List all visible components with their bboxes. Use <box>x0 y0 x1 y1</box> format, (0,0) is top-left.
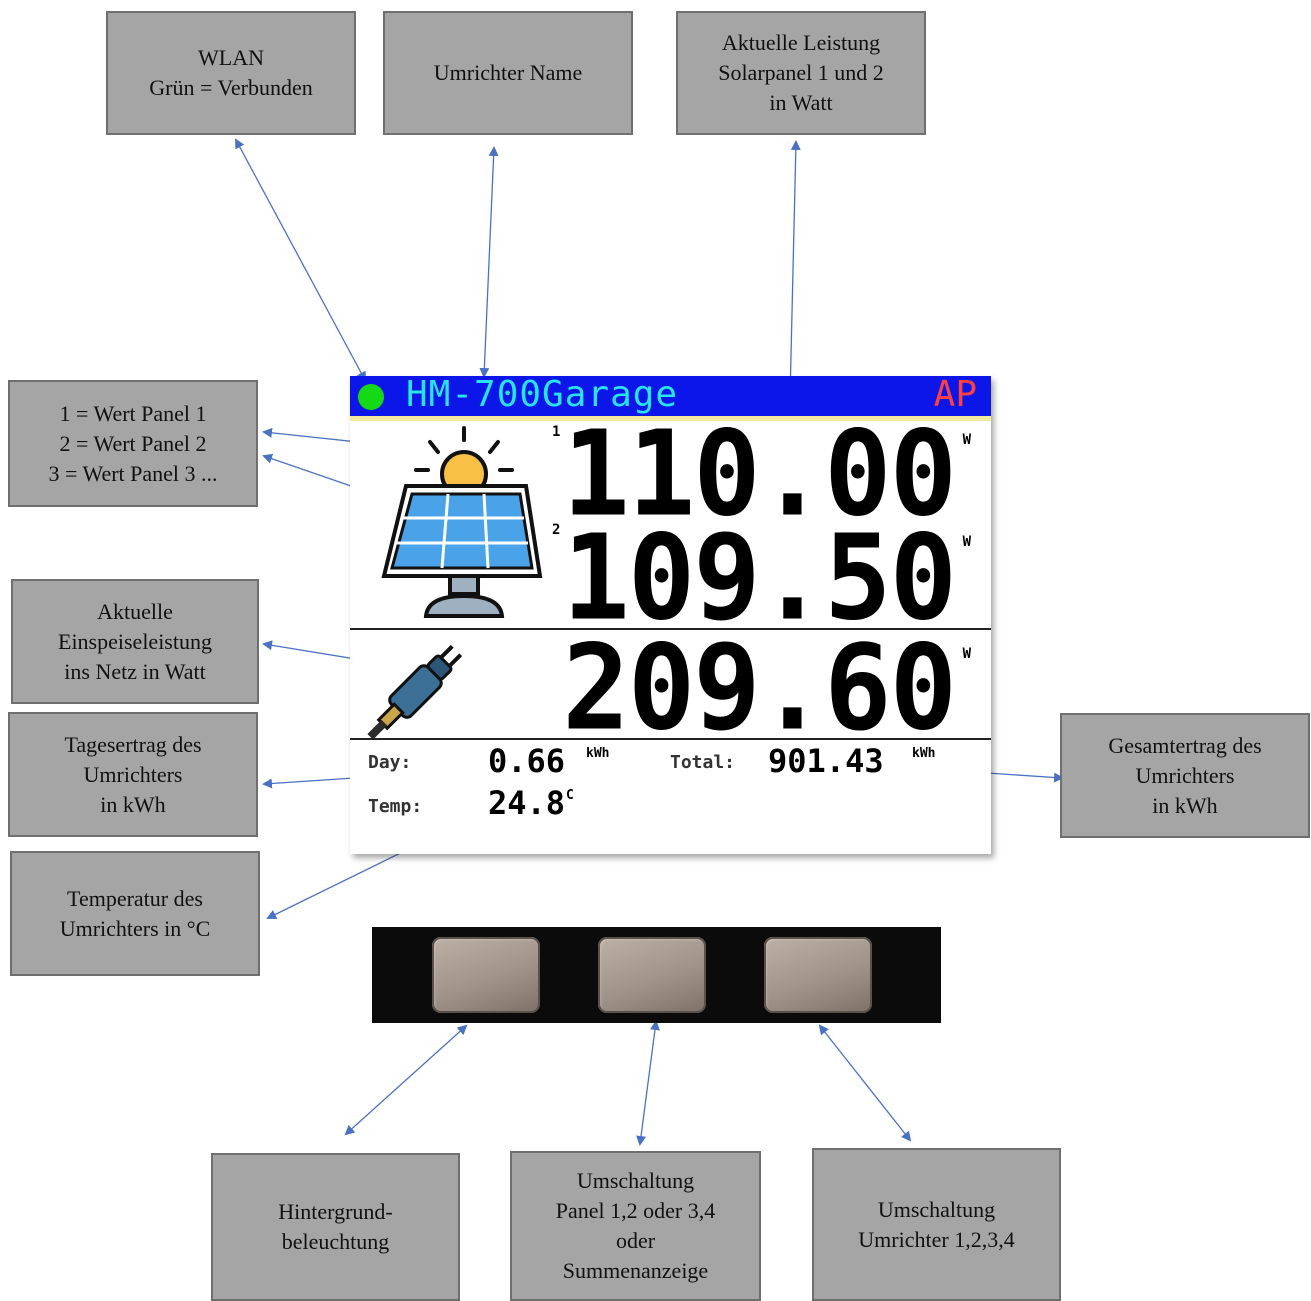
callout-line: in Watt <box>769 90 833 115</box>
power-plug-icon <box>367 644 463 738</box>
arrow-backlight <box>344 1024 468 1136</box>
total-label: Total: <box>670 752 736 773</box>
callout-line: Umschaltung <box>877 1196 996 1222</box>
arrow-panel-switch <box>636 1020 660 1146</box>
total-yield-value: 901.43 <box>768 742 884 780</box>
inverter-name: HM-700Garage <box>406 376 679 415</box>
callout-line: ins Netz in Watt <box>64 658 206 684</box>
section-divider <box>350 628 991 630</box>
callout-line: Umrichters <box>1135 762 1235 788</box>
panel1-power: 110.00 <box>562 406 957 544</box>
callout-line: 1 = Wert Panel 1 <box>59 400 207 426</box>
lcd-display: HM-700Garage AP 1 2 110.00 W 109.50 W <box>350 376 991 854</box>
panel-tag-1: 1 <box>552 424 561 440</box>
backlight-button[interactable] <box>432 937 540 1013</box>
day-label: Day: <box>368 752 412 773</box>
lcd-header: HM-700Garage AP <box>350 376 991 416</box>
callout-line: 3 = Wert Panel 3 ... <box>48 460 218 486</box>
callout-line: oder <box>615 1228 656 1253</box>
callout-line: Umrichter Name <box>433 60 583 85</box>
arrow-inverter-switch <box>818 1024 912 1142</box>
panel-tag-2: 2 <box>552 522 561 538</box>
callout-line: Umrichter 1,2,3,4 <box>858 1226 1015 1252</box>
callout-line: Summenanzeige <box>562 1258 709 1283</box>
callout-line: Solarpanel 1 und 2 <box>718 60 884 85</box>
callout-line: Tagesertrag des <box>64 731 202 757</box>
inverter-switch-button[interactable] <box>764 937 872 1013</box>
callout-line: Umrichters <box>83 761 183 787</box>
callout-backlight: Hintergrund-beleuchtung <box>211 1153 460 1301</box>
day-yield-value: 0.66 <box>488 742 566 780</box>
mode-indicator: AP <box>933 376 977 415</box>
panel1-unit: W <box>962 432 971 448</box>
callout-line: Aktuelle <box>97 598 173 624</box>
callout-inverter-name: Umrichter Name <box>383 11 633 135</box>
panel-switch-button[interactable] <box>598 937 706 1013</box>
section-divider-bottom <box>350 738 991 740</box>
temperature-value: 24.8 <box>488 784 566 822</box>
grid-feed-in-power: 209.60 <box>562 620 957 758</box>
wifi-status-dot <box>358 384 384 410</box>
panel2-unit: W <box>962 534 971 550</box>
callout-line: Umschaltung <box>576 1168 695 1193</box>
callout-line: Aktuelle Leistung <box>721 30 881 55</box>
callout-line: Gesamtertrag des <box>1108 732 1262 758</box>
day-yield-unit: kWh <box>586 746 610 761</box>
callout-line: Panel 1,2 oder 3,4 <box>555 1198 716 1223</box>
arrow-inverter-name <box>479 146 499 378</box>
callout-line: Grün = Verbunden <box>149 75 313 100</box>
callout-line: in kWh <box>1152 792 1218 818</box>
callout-line: Einspeiseleistung <box>58 628 212 654</box>
temp-label: Temp: <box>368 796 423 817</box>
callout-line: Hintergrund- <box>278 1199 393 1224</box>
callout-line: Umrichters in °C <box>59 915 211 941</box>
callout-line: in kWh <box>100 791 166 817</box>
header-divider <box>350 416 991 421</box>
callout-panel-values: 1 = Wert Panel 1 2 = Wert Panel 2 3 = Wert… <box>8 380 258 507</box>
temperature-unit: C <box>566 788 574 803</box>
callout-line: 2 = Wert Panel 2 <box>59 430 207 456</box>
total-yield-unit: kWh <box>912 746 936 761</box>
hardware-button-strip <box>372 927 941 1023</box>
solar-panel-sun-icon <box>381 426 543 618</box>
arrow-wlan <box>235 138 366 382</box>
grid-unit: W <box>962 646 971 662</box>
callout-line: WLAN <box>198 45 264 70</box>
panel2-power: 109.50 <box>562 510 957 648</box>
callout-line: beleuchtung <box>281 1229 390 1254</box>
callout-line: Temperatur des <box>67 885 203 911</box>
callout-wlan: WLAN Grün = Verbunden <box>106 11 356 135</box>
